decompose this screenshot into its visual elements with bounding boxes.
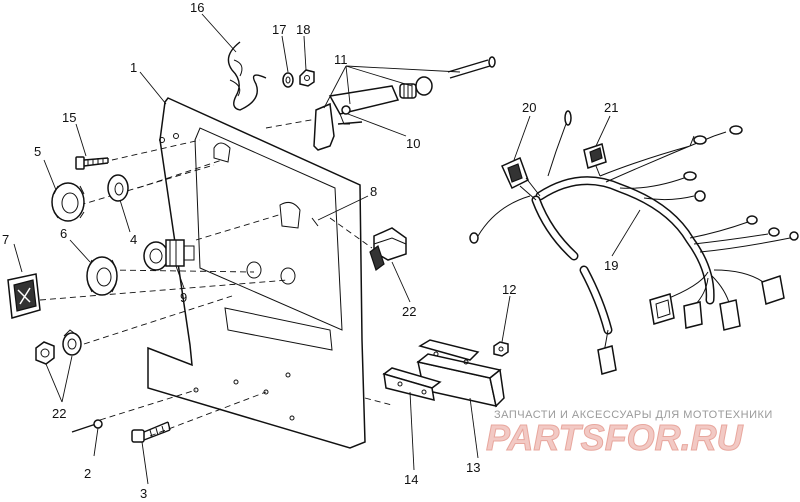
- callout-labels: 1 2 3 4 5 6 7 8 9 10 11 12 13 14 15 16 1…: [2, 0, 618, 501]
- callout-9: 9: [180, 290, 187, 305]
- callout-22-toggle: 22: [402, 304, 416, 319]
- washer-4: [107, 174, 129, 202]
- nut-12: [493, 341, 509, 357]
- callout-10: 10: [406, 136, 420, 151]
- watermark-tagline: ЗАПЧАСТИ И АКСЕССУАРЫ ДЛЯ МОТОТЕХНИКИ: [494, 409, 773, 421]
- callout-5: 5: [34, 144, 41, 159]
- bolt-15: [75, 156, 109, 170]
- callout-14: 14: [404, 472, 418, 487]
- watermark: ЗАПЧАСТИ И АКСЕССУАРЫ ДЛЯ МОТОТЕХНИКИ PA…: [486, 409, 773, 459]
- block-13: [416, 339, 505, 408]
- callout-7: 7: [2, 232, 9, 247]
- washer-17: [282, 72, 294, 88]
- callout-18: 18: [296, 22, 310, 37]
- callout-2: 2: [84, 466, 91, 481]
- nut-18: [299, 69, 315, 87]
- screw-3: [131, 421, 171, 443]
- connector-21: [583, 143, 607, 177]
- callout-13: 13: [466, 460, 480, 475]
- nut-6: [86, 256, 118, 296]
- pin-2: [71, 419, 103, 433]
- callout-15: 15: [62, 110, 76, 125]
- callout-20: 20: [522, 100, 536, 115]
- instrument-panel: [147, 97, 366, 449]
- callout-12: 12: [502, 282, 516, 297]
- callout-8: 8: [370, 184, 377, 199]
- callout-11: 11: [334, 52, 348, 67]
- callout-19: 19: [604, 258, 618, 273]
- callout-16: 16: [190, 0, 204, 15]
- callout-22-nuts: 22: [52, 406, 66, 421]
- leader-lines: [13, 13, 641, 485]
- callout-1: 1: [130, 60, 137, 75]
- bracket-assembly-10: [313, 56, 496, 151]
- nuts-22-left: [35, 329, 82, 365]
- spring-clip-16: [227, 41, 267, 111]
- nut-5: [51, 182, 85, 222]
- wiring-harness-19: [469, 110, 799, 375]
- indicator-7: [7, 273, 41, 319]
- watermark-brand: PARTSFOR.RU: [486, 417, 744, 458]
- callout-21: 21: [604, 100, 618, 115]
- callout-3: 3: [140, 486, 147, 501]
- plate-14: [382, 351, 469, 402]
- callout-6: 6: [60, 226, 67, 241]
- relay-connector-20: [501, 156, 541, 201]
- callout-17: 17: [272, 22, 286, 37]
- callout-4: 4: [130, 232, 137, 247]
- toggle-switch-22: [369, 227, 407, 271]
- switch-9: [143, 239, 195, 271]
